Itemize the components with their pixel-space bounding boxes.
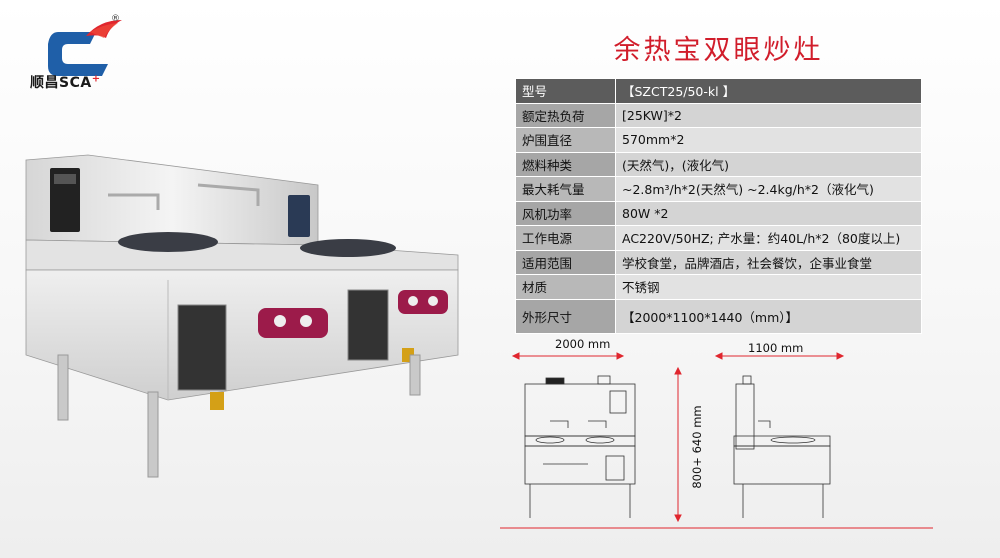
spec-label: 最大耗气量: [515, 176, 616, 202]
depth-dimension-label: 1100 mm: [748, 341, 804, 355]
stove-product-image: [25, 154, 459, 478]
spec-label: 风机功率: [515, 200, 616, 226]
spec-value: (天然气)，(液化气): [615, 151, 922, 177]
spec-value: AC220V/50HZ; 产水量：约40L/h*2（80度以上): [615, 225, 922, 251]
spec-label: 燃料种类: [515, 151, 616, 177]
brand-name: 顺昌SCA+: [30, 73, 101, 91]
dimension-drawing: [500, 352, 933, 529]
product-title: 余热宝双眼炒灶: [613, 35, 824, 66]
spec-value: 570mm*2: [615, 127, 922, 153]
spec-row: 适用范围学校食堂，品牌酒店，社会餐饮，企事业食堂: [515, 249, 922, 275]
spec-value: 【SZCT25/50-kl 】: [615, 78, 922, 104]
spec-label: 额定热负荷: [515, 102, 616, 128]
spec-label: 工作电源: [515, 225, 616, 251]
spec-label: 炉围直径: [515, 127, 616, 153]
spec-row: 外形尺寸【2000*1100*1440（mm）】: [515, 298, 922, 334]
spec-row: 材质不锈钢: [515, 274, 922, 300]
height-dimension-label: 800+ 640 mm: [690, 405, 704, 489]
spec-row: 最大耗气量~2.8m³/h*2(天然气) ~2.4kg/h*2（液化气): [515, 176, 922, 202]
spec-label: 型号: [515, 78, 616, 104]
spec-value: 【2000*1100*1440（mm）】: [615, 298, 922, 334]
spec-value: 学校食堂，品牌酒店，社会餐饮，企事业食堂: [615, 249, 922, 275]
spec-label: 外形尺寸: [515, 298, 616, 334]
spec-row: 型号【SZCT25/50-kl 】: [515, 78, 922, 104]
spec-row: 燃料种类(天然气)，(液化气): [515, 151, 922, 177]
width-dimension-label: 2000 mm: [555, 337, 611, 351]
spec-label: 适用范围: [515, 249, 616, 275]
spec-label: 材质: [515, 274, 616, 300]
spec-value: ~2.8m³/h*2(天然气) ~2.4kg/h*2（液化气): [615, 176, 922, 202]
spec-row: 额定热负荷[25KW]*2: [515, 102, 922, 128]
spec-value: 不锈钢: [615, 274, 922, 300]
brand-logo-icon: [48, 20, 122, 76]
registered-mark: ®: [111, 14, 120, 24]
spec-value: 80W *2: [615, 200, 922, 226]
spec-value: [25KW]*2: [615, 102, 922, 128]
